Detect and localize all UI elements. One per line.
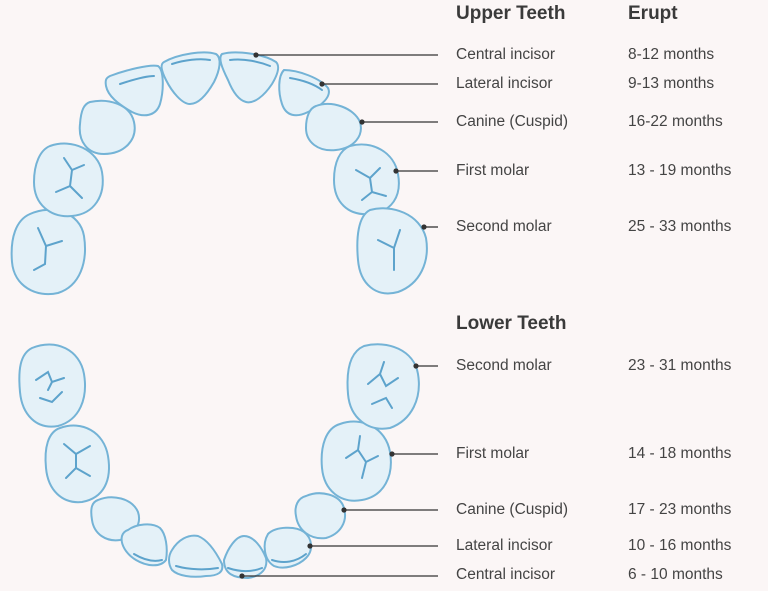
lower-right-canine [294, 492, 346, 540]
upper-left-central-incisor-ridge [171, 58, 211, 65]
upper-left-second-molar-groove [33, 227, 63, 271]
upper-canine-label: Canine (Cuspid) [456, 113, 568, 130]
upper-left-first-molar-groove [55, 157, 85, 199]
upper-second-molar-label: Second molar [456, 218, 552, 235]
upper-right-lateral-incisor [278, 68, 330, 117]
lower-left-first-molar-groove [63, 443, 91, 479]
lower-left-lateral-incisor-ridge [133, 553, 163, 562]
lower-right-lateral-incisor-ridge [271, 553, 307, 563]
leader-dot-lower-second-molar [413, 363, 419, 369]
erupt-header: Erupt [628, 3, 678, 24]
lower-central-incisor-erupt: 6 - 10 months [628, 566, 723, 583]
upper-right-second-molar-groove [377, 229, 401, 271]
leader-dot-lower-first-molar [389, 451, 395, 457]
upper-arch [10, 51, 428, 296]
upper-lateral-incisor-label: Lateral incisor [456, 75, 553, 92]
upper-central-incisor-erupt: 8-12 months [628, 46, 715, 63]
leader-dot-lower-canine [341, 507, 347, 513]
upper-left-lateral-incisor-ridge [119, 75, 155, 85]
lower-left-first-molar [44, 424, 110, 504]
lower-lateral-incisor-label: Lateral incisor [456, 537, 553, 554]
upper-right-central-incisor-ridge [229, 58, 271, 67]
upper-right-first-molar [332, 143, 400, 216]
lower-canine-label: Canine (Cuspid) [456, 501, 568, 518]
leader-dot-lower-lateral-incisor [307, 543, 313, 549]
upper-right-first-molar-groove [355, 167, 387, 201]
upper-second-molar-erupt: 25 - 33 months [628, 218, 732, 235]
upper-right-central-incisor [219, 51, 280, 104]
upper-lateral-incisor-erupt: 9-13 months [628, 75, 715, 92]
upper-right-lateral-incisor-ridge [289, 77, 323, 91]
upper-teeth-header: Upper Teeth [456, 3, 566, 24]
lower-left-second-molar [18, 343, 86, 428]
upper-left-second-molar [10, 208, 86, 296]
upper-central-incisor-label: Central incisor [456, 46, 556, 63]
upper-right-second-molar [356, 207, 428, 295]
lower-left-second-molar-groove [35, 370, 65, 404]
lower-canine-erupt: 17 - 23 months [628, 501, 732, 518]
lower-right-first-molar [320, 420, 392, 502]
lower-teeth-header: Lower Teeth [456, 313, 567, 334]
upper-first-molar-erupt: 13 - 19 months [628, 162, 732, 179]
lower-right-second-molar-groove [367, 361, 399, 409]
leader-dot-lower-central-incisor [239, 573, 245, 579]
lower-left-lateral-incisor [120, 523, 168, 567]
upper-right-canine [304, 103, 362, 152]
lower-arch [18, 343, 420, 580]
lower-right-first-molar-groove [345, 435, 379, 479]
lower-lateral-incisor-erupt: 10 - 16 months [628, 537, 732, 554]
leader-lines [239, 52, 438, 579]
lower-first-molar-erupt: 14 - 18 months [628, 445, 732, 462]
leader-dot-upper-first-molar [393, 168, 399, 174]
lower-left-central-incisor [168, 534, 224, 578]
lower-right-central-incisor-ridge [227, 567, 263, 572]
lower-left-central-incisor-ridge [175, 565, 219, 571]
lower-second-molar-erupt: 23 - 31 months [628, 357, 732, 374]
upper-left-first-molar [32, 142, 104, 218]
leader-dot-upper-second-molar [421, 224, 427, 230]
lower-central-incisor-label: Central incisor [456, 566, 556, 583]
upper-first-molar-label: First molar [456, 162, 530, 179]
lower-first-molar-label: First molar [456, 445, 530, 462]
leader-dot-upper-lateral-incisor [319, 81, 325, 87]
lower-right-second-molar [346, 343, 420, 430]
upper-canine-erupt: 16-22 months [628, 113, 723, 130]
lower-second-molar-label: Second molar [456, 357, 552, 374]
upper-left-central-incisor [160, 51, 221, 106]
upper-left-lateral-incisor [104, 64, 164, 117]
leader-dot-upper-central-incisor [253, 52, 259, 58]
leader-dot-upper-canine [359, 119, 365, 125]
